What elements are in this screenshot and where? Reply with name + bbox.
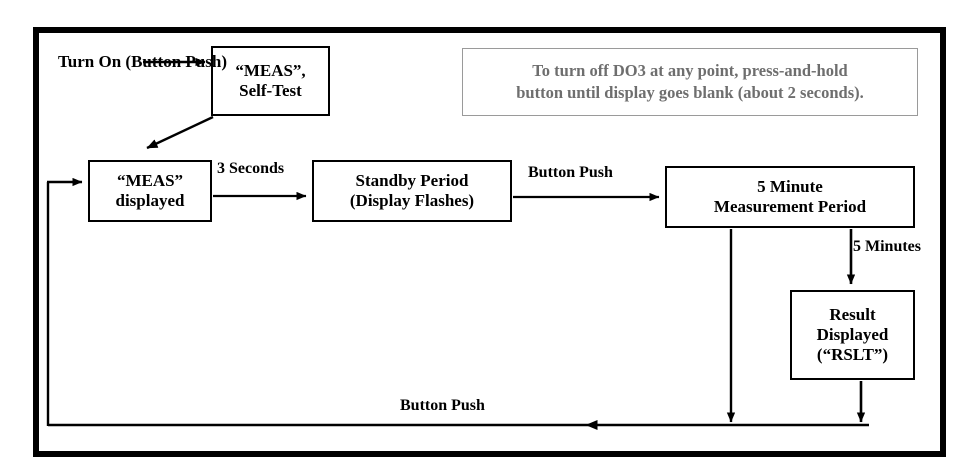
note-callout-box: To turn off DO3 at any point, press-and-… [462, 48, 918, 116]
node-meas-self-test-line-2: Self-Test [239, 81, 302, 100]
node-standby-period[interactable]: Standby Period (Display Flashes) [312, 160, 512, 222]
node-measurement-period[interactable]: 5 Minute Measurement Period [665, 166, 915, 228]
node-measurement-period-line-1: 5 Minute [757, 176, 823, 196]
label-button-push-return: Button Push [400, 397, 485, 414]
label-turn-on-line-2: (Button Push) [125, 52, 227, 71]
node-meas-displayed-line-2: displayed [115, 191, 185, 210]
node-meas-displayed[interactable]: “MEAS” displayed [88, 160, 212, 222]
note-line-1: To turn off DO3 at any point, press-and-… [532, 60, 848, 80]
label-turn-on: Turn On (Button Push) [58, 52, 227, 72]
label-button-push-to-measurement: Button Push [528, 164, 613, 181]
note-line-2: button until display goes blank (about 2… [516, 83, 864, 102]
label-five-minutes: 5 Minutes [853, 238, 921, 255]
node-meas-displayed-line-1: “MEAS” [116, 170, 184, 190]
node-measurement-period-line-2: Measurement Period [713, 197, 867, 216]
node-result-displayed-line-2: Displayed [816, 324, 889, 344]
node-standby-period-line-1: Standby Period [355, 170, 469, 190]
node-result-displayed-line-3: (“RSLT”) [816, 345, 889, 365]
node-result-displayed-line-1: Result [829, 304, 876, 324]
label-three-seconds: 3 Seconds [217, 160, 285, 177]
node-meas-self-test[interactable]: “MEAS”, Self-Test [211, 46, 330, 116]
node-meas-self-test-line-1: “MEAS”, [235, 60, 306, 80]
node-result-displayed[interactable]: Result Displayed (“RSLT”) [790, 290, 915, 380]
label-turn-on-line-1: Turn On [58, 52, 122, 71]
node-standby-period-line-2: (Display Flashes) [349, 191, 475, 210]
wire-selftest-to-meas [146, 115, 214, 150]
